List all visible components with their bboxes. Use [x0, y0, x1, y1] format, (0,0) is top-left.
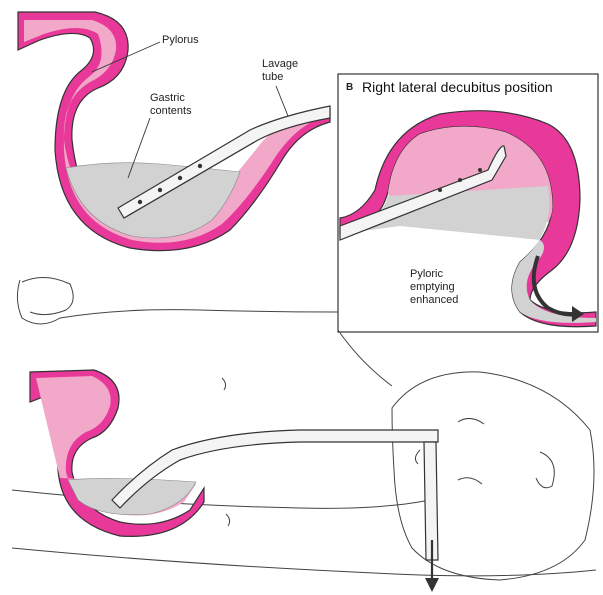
child-ear	[536, 452, 554, 488]
child-head	[392, 372, 594, 580]
tube-hole	[178, 176, 182, 180]
nipple	[226, 514, 230, 526]
tube-hole	[198, 164, 202, 168]
child-eye-lower	[458, 478, 482, 484]
navel	[222, 378, 226, 390]
tube-hole	[438, 188, 442, 192]
lavage-tube-leader	[276, 86, 288, 116]
panel-b-title: Right lateral decubitus position	[362, 79, 553, 95]
panel-b	[338, 74, 598, 332]
bottom-stomach	[30, 370, 439, 592]
child-hand	[22, 277, 73, 314]
child-nose	[415, 450, 420, 464]
tube-hole	[158, 188, 162, 192]
drainage-arrowhead	[425, 578, 439, 592]
child-bottom-line	[12, 548, 596, 576]
label-pylorus: Pylorus	[162, 34, 199, 47]
tube-hole	[138, 200, 142, 204]
label-lavage-tube: Lavage tube	[262, 58, 298, 84]
label-pyloric-emptying: Pyloric emptying enhanced	[410, 268, 458, 307]
tube-hole	[458, 178, 462, 182]
top-stomach	[18, 12, 330, 251]
label-gastric-contents: Gastric contents	[150, 92, 192, 118]
panel-b-letter: B	[346, 82, 353, 93]
tube-hole	[478, 168, 482, 172]
child-eye-upper	[458, 418, 484, 424]
child-arm-outline	[17, 280, 338, 324]
child-torso-outline	[338, 330, 392, 386]
